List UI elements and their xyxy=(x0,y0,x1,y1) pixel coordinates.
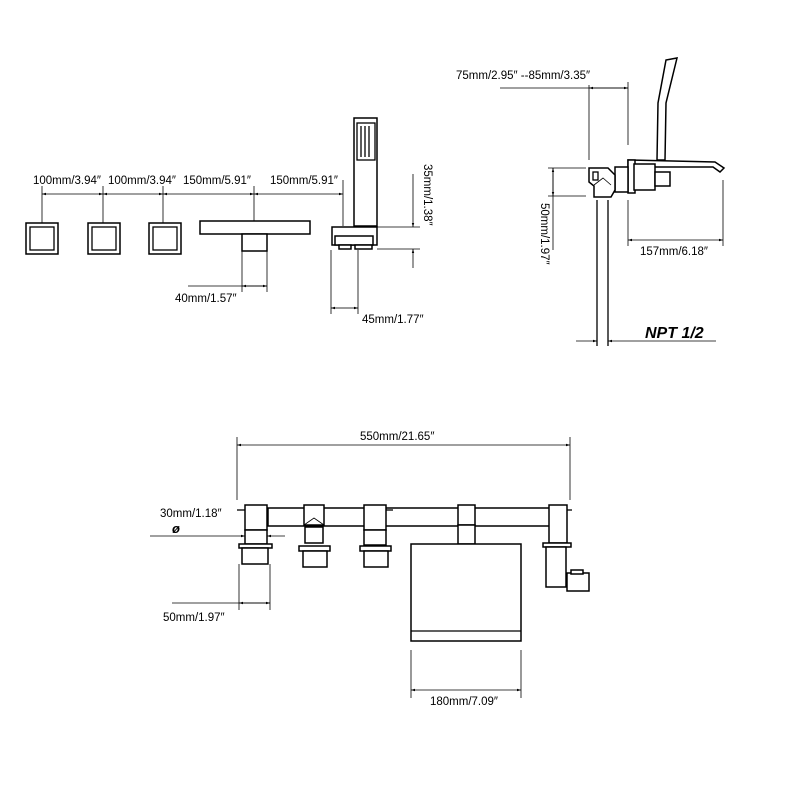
dim-40mm: 40mm/1.57″ xyxy=(175,293,237,305)
spout-top xyxy=(188,220,311,292)
dim-35mm: 35mm/1.38″ xyxy=(421,164,433,226)
hand-shower-top xyxy=(330,117,420,314)
front-view: 550mm/21.65″ xyxy=(150,431,590,708)
dim-180mm: 180mm/7.09″ xyxy=(430,696,498,708)
dim-157mm: 157mm/6.18″ xyxy=(640,246,708,258)
faucet-body-side xyxy=(588,159,726,198)
dim-150mm-2: 150mm/5.91″ xyxy=(270,175,338,187)
dim-75-85mm: 75mm/2.95″ --85mm/3.35″ xyxy=(456,70,590,82)
supply-pipes xyxy=(596,200,609,346)
handle-squares xyxy=(25,222,182,255)
valve-3 xyxy=(359,504,393,568)
dim-50mm-front: 50mm/1.97″ xyxy=(163,612,225,624)
diameter-symbol: ø xyxy=(172,521,180,536)
valve-2 xyxy=(298,504,331,568)
dim-45mm: 45mm/1.77″ xyxy=(362,314,424,326)
dim-150mm-1: 150mm/5.91″ xyxy=(183,175,251,187)
extension-lines xyxy=(41,180,344,226)
valve-1 xyxy=(237,504,273,565)
spout-front xyxy=(410,504,522,642)
dim-50mm-side: 50mm/1.97″ xyxy=(538,203,550,265)
hand-shower-side xyxy=(656,57,679,161)
dim-550mm: 550mm/21.65″ xyxy=(360,431,434,443)
side-view: 75mm/2.95″ --85mm/3.35″ 157mm/6.18″ xyxy=(456,57,726,346)
top-view: 100mm/3.94″ 100mm/3.94″ 150mm/5.91″ 150m… xyxy=(25,117,433,326)
npt-thread-label: NPT 1/2 xyxy=(645,325,704,342)
dim-30mm: 30mm/1.18″ xyxy=(160,508,222,520)
dim-100mm-1: 100mm/3.94″ xyxy=(33,175,101,187)
dim-100mm-2: 100mm/3.94″ xyxy=(108,175,176,187)
hand-shower-front xyxy=(542,504,590,592)
